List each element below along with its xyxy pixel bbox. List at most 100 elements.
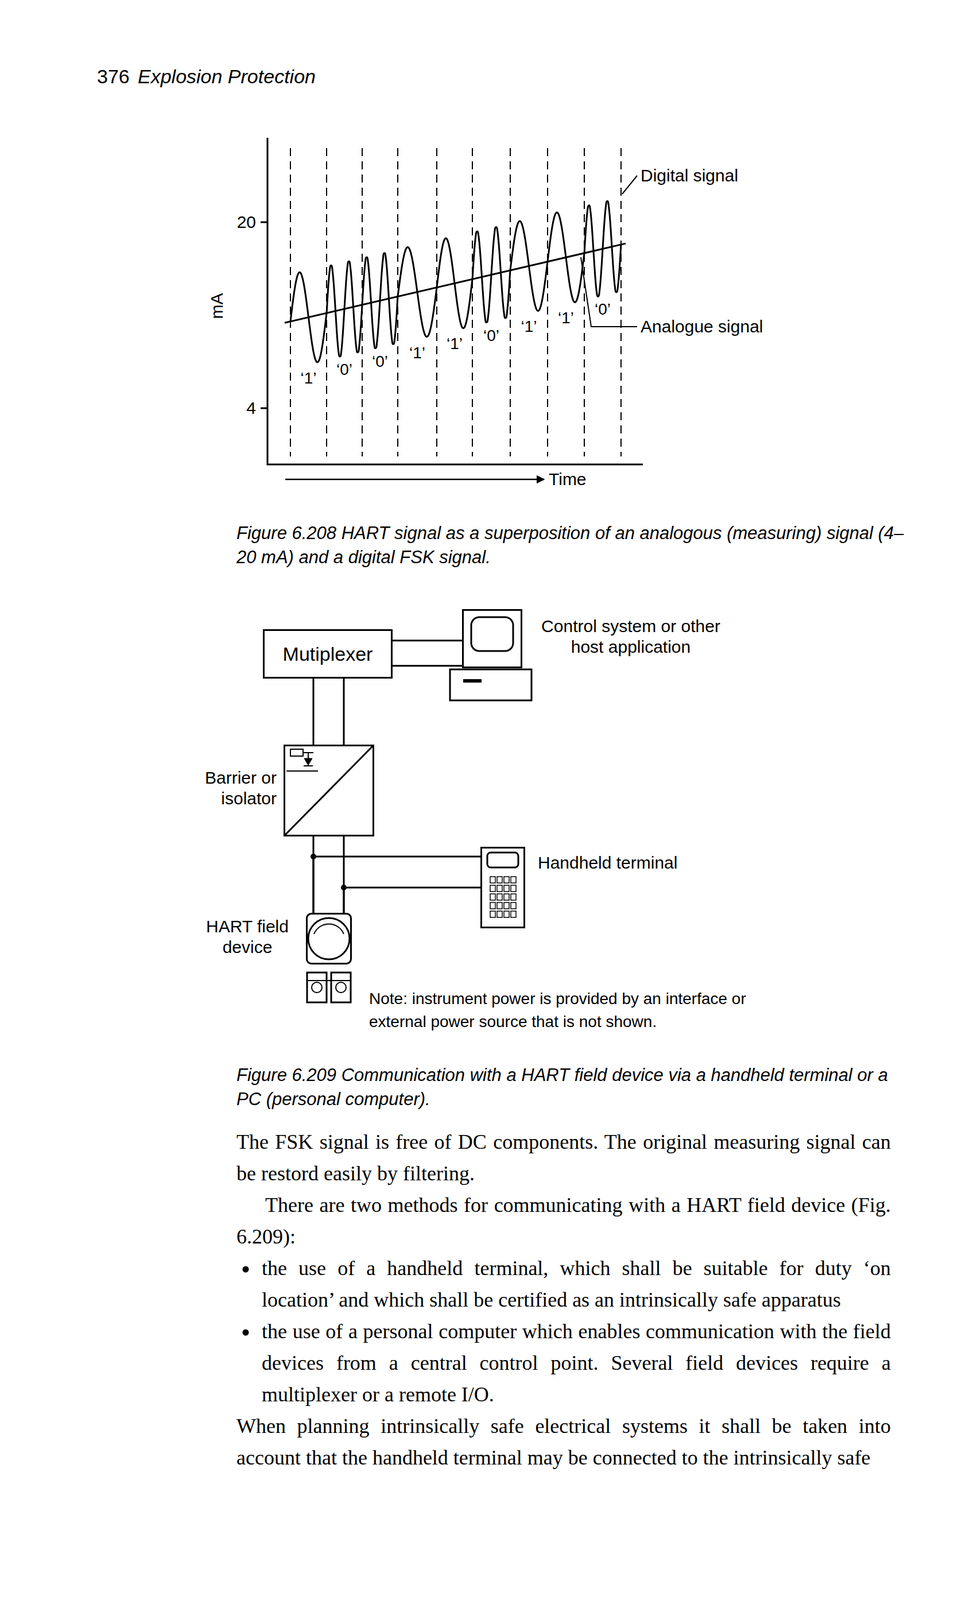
gland-nut (335, 982, 347, 993)
fsk-wave (290, 200, 622, 363)
key (503, 885, 510, 892)
key (497, 902, 503, 909)
junction-dot (340, 884, 347, 891)
signal-label: Analogue signal (640, 316, 764, 337)
leader-line (622, 175, 638, 194)
diode-bar (303, 765, 313, 767)
axis-value: 20 (237, 211, 256, 233)
bit-value: ‘1’ (298, 369, 318, 388)
key (503, 876, 510, 883)
monitor-outline (463, 610, 522, 668)
terminal-display (487, 852, 519, 868)
note: Note: instrument power is provided by an… (369, 987, 806, 1034)
key (497, 885, 503, 892)
body-text: When planning intrinsically safe electri… (236, 1410, 891, 1474)
axis-title: Time (548, 468, 587, 490)
handheld-drawing (480, 846, 526, 929)
computer-icon: Control system or other host application (462, 608, 523, 669)
key (490, 910, 496, 918)
bit-grid (290, 148, 622, 457)
key (510, 910, 516, 918)
bit-value: ‘0’ (481, 326, 502, 345)
running-head: Explosion Protection (137, 64, 316, 89)
drive-slot (463, 679, 482, 683)
bit-boundary (436, 148, 438, 457)
barrier-box: Barrier or isolator (283, 744, 375, 837)
wire-pair (392, 640, 463, 666)
device-housing (307, 913, 352, 964)
resistor-symbol (290, 749, 304, 756)
key (503, 910, 510, 918)
gland-band (307, 979, 351, 981)
device-cover (308, 917, 350, 960)
wire (307, 752, 309, 759)
multiplexer-box: Mutiplexer (262, 629, 393, 679)
pc-base (449, 669, 532, 701)
chart-axes (267, 137, 643, 465)
cable-gland (331, 972, 351, 1003)
bit-value: ‘1’ (444, 334, 465, 353)
key (503, 902, 510, 909)
key (497, 910, 503, 918)
axis-value: 4 (246, 397, 256, 419)
barrier-outline (284, 745, 374, 836)
cover-rim (313, 923, 344, 934)
wire-pair (313, 678, 344, 745)
bit-value: ‘1’ (518, 317, 539, 336)
bit-value: ‘1’ (407, 343, 428, 363)
zener-diode-symbol (304, 758, 313, 766)
junction-dot (310, 853, 317, 860)
bit-value: ‘1’ (556, 308, 576, 328)
key (510, 902, 516, 909)
key (497, 893, 503, 900)
bit-value: ‘0’ (370, 352, 390, 371)
barrier-drawing (283, 744, 375, 837)
bullet-text: the use of a handheld terminal, which sh… (261, 1252, 891, 1316)
device-label: Barrier or isolator (189, 767, 277, 809)
device-drawing (305, 912, 352, 965)
body-text: There are two methods for communicating … (236, 1189, 891, 1253)
device-label: HART field device (196, 916, 298, 958)
leader-line (580, 257, 638, 327)
bullet-dot (242, 1266, 250, 1273)
wire (286, 770, 318, 772)
key (497, 876, 503, 883)
key (510, 876, 516, 883)
bit-boundary (620, 148, 622, 457)
monitor-screen (471, 617, 514, 651)
body-text: The FSK signal is free of DC components.… (236, 1126, 891, 1190)
box-label: Mutiplexer (282, 642, 374, 666)
key (510, 893, 516, 900)
time-arrow (285, 478, 545, 481)
key (503, 893, 510, 900)
key (490, 902, 496, 909)
device-label: Control system or other host application (530, 615, 732, 658)
page-number: 376 (97, 64, 130, 89)
bit-boundary (583, 148, 585, 457)
isolation-diagonal (285, 746, 373, 835)
axis-tick (260, 221, 268, 224)
gland-nut (311, 982, 322, 993)
bit-boundary (289, 148, 291, 457)
key (490, 876, 496, 883)
key (510, 885, 516, 892)
figure-caption: Figure 6.208 HART signal as a superposit… (236, 521, 909, 570)
cable-gland (307, 972, 327, 1003)
wire-pair (313, 856, 481, 913)
bit-value: ‘0’ (334, 360, 355, 379)
key (490, 893, 496, 900)
bit-boundary (546, 148, 549, 457)
key (490, 885, 496, 892)
field-device: HART field device (305, 912, 352, 965)
bullet-text: the use of a personal computer which ena… (261, 1315, 891, 1411)
handheld-terminal: Handheld terminal (480, 846, 526, 929)
terminal-outline (481, 847, 525, 928)
signal-label: Digital signal (640, 165, 739, 186)
figure-caption: Figure 6.209 Communication with a HART f… (236, 1062, 909, 1112)
bit-boundary (471, 148, 473, 457)
bullets (242, 1266, 250, 1336)
axis-tick (260, 407, 268, 410)
bit-boundary (509, 148, 511, 457)
pc-drawing (462, 608, 523, 669)
